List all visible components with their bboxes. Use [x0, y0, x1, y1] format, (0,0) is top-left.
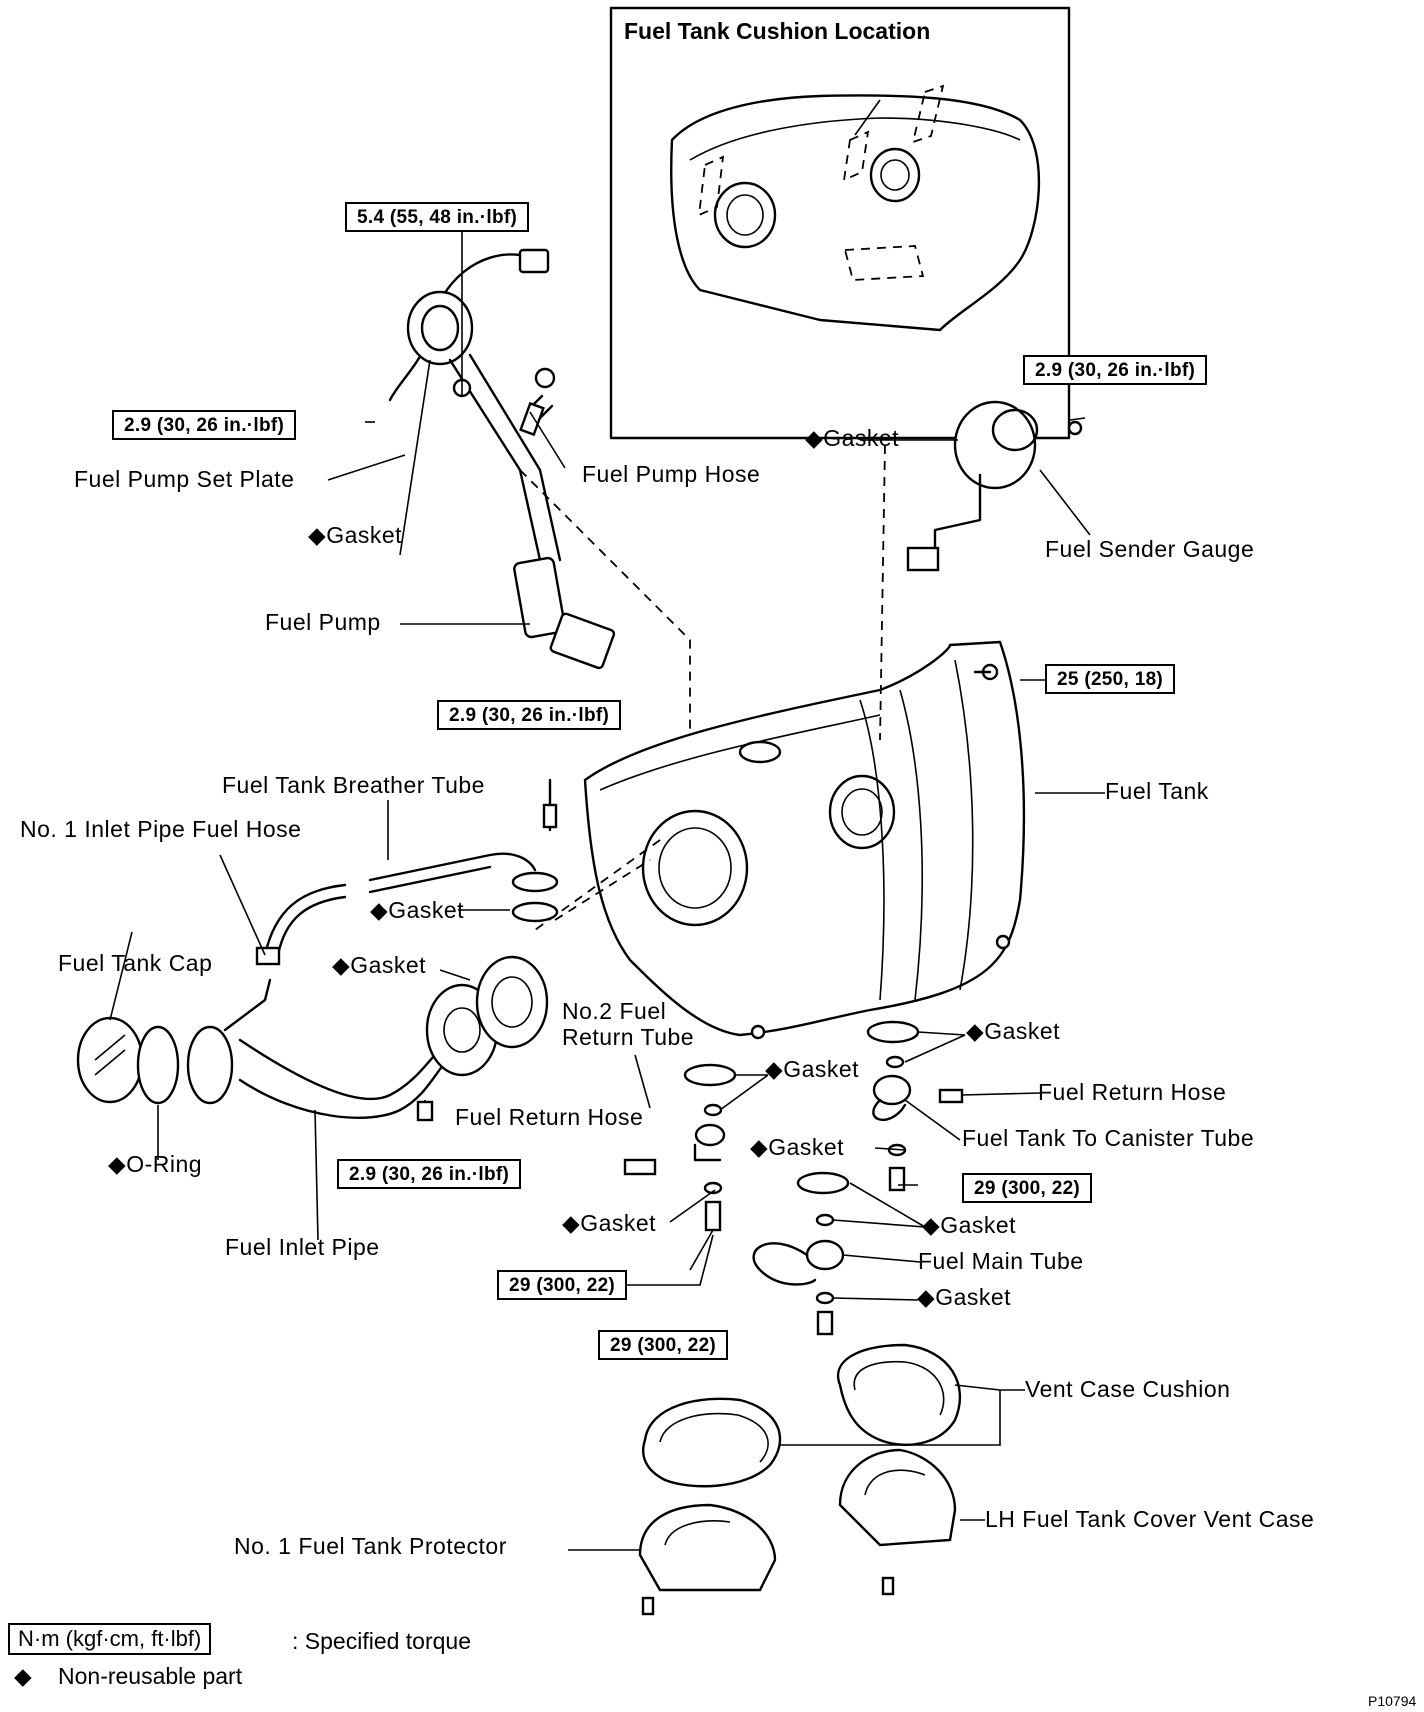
torque-spec-connector: 5.4 (55, 48 in.·lbf) — [345, 202, 530, 232]
label-inlet-pipe-hose: No. 1 Inlet Pipe Fuel Hose — [20, 816, 302, 842]
legend-torque-unit: N·m (kgf·cm, ft·lbf) — [8, 1623, 212, 1656]
label-gasket-inlet: ◆Gasket — [332, 952, 427, 978]
leader-lines — [109, 359, 1105, 1551]
legend-nonreusable-desc: Non-reusable part — [58, 1663, 243, 1689]
torque-spec-sender: 2.9 (30, 26 in.·lbf) — [1023, 355, 1208, 385]
label-gasket-breather: ◆Gasket — [370, 897, 465, 923]
label-gasket-canister-bolt: ◆Gasket — [750, 1134, 845, 1160]
inset-title: Fuel Tank Cushion Location — [624, 18, 931, 44]
fuel-pump-assembly — [365, 218, 616, 670]
fuel-tank — [583, 640, 1026, 1040]
torque-spec-breather: 2.9 (30, 26 in.·lbf) — [437, 700, 622, 730]
label-fuel-tank: Fuel Tank — [1105, 778, 1209, 804]
label-fuel-return-hose-right: Fuel Return Hose — [1038, 1079, 1227, 1105]
fuel-sender-gauge — [906, 400, 1086, 572]
legend-torque-desc: : Specified torque — [292, 1628, 472, 1654]
label-fuel-tank-cap: Fuel Tank Cap — [58, 950, 213, 976]
label-vent-case-cushion: Vent Case Cushion — [1025, 1376, 1231, 1402]
figure-code: P10794 — [1368, 1693, 1417, 1709]
label-fuel-pump-set-plate: Fuel Pump Set Plate — [74, 466, 295, 492]
label-gasket-return-top: ◆Gasket — [765, 1056, 860, 1082]
torque-spec-pump-plate: 2.9 (30, 26 in.·lbf) — [112, 410, 297, 440]
legend-diamond-symbol: ◆ — [14, 1663, 32, 1689]
inset-cushion-location — [609, 6, 1071, 440]
label-gasket-pump: ◆Gasket — [308, 522, 403, 548]
label-gasket-return-bolt: ◆Gasket — [562, 1210, 657, 1236]
fuel-inlet-pipe — [76, 955, 549, 1122]
vent-case-parts — [638, 1343, 962, 1616]
label-lh-vent-case: LH Fuel Tank Cover Vent Case — [985, 1506, 1315, 1532]
label-gasket-main-bolt: ◆Gasket — [917, 1284, 1012, 1310]
label-fuel-return-hose-mid: Fuel Return Hose — [455, 1104, 644, 1130]
label-fuel-sender-gauge: Fuel Sender Gauge — [1045, 536, 1255, 562]
label-no2-return-tube: No.2 Fuel Return Tube — [562, 998, 695, 1051]
label-fuel-pump-hose: Fuel Pump Hose — [582, 461, 761, 487]
label-o-ring: ◆O-Ring — [108, 1151, 203, 1177]
breather-and-hoses — [255, 778, 559, 966]
torque-spec-inlet: 2.9 (30, 26 in.·lbf) — [337, 1159, 522, 1189]
torque-spec-return: 29 (300, 22) — [497, 1270, 628, 1300]
label-breather-tube: Fuel Tank Breather Tube — [222, 772, 485, 798]
torque-spec-canister: 29 (300, 22) — [962, 1173, 1093, 1203]
label-canister-tube: Fuel Tank To Canister Tube — [962, 1125, 1255, 1151]
label-fuel-inlet-pipe: Fuel Inlet Pipe — [225, 1234, 380, 1260]
label-gasket-main-top: ◆Gasket — [922, 1212, 1017, 1238]
tubes-and-gaskets — [623, 1020, 964, 1336]
label-fuel-pump: Fuel Pump — [265, 609, 381, 635]
label-gasket-canister-top: ◆Gasket — [966, 1018, 1061, 1044]
torque-spec-tank: 25 (250, 18) — [1045, 664, 1176, 694]
label-gasket-sender: ◆Gasket — [805, 425, 900, 451]
label-tank-protector: No. 1 Fuel Tank Protector — [234, 1533, 507, 1559]
label-fuel-main-tube: Fuel Main Tube — [918, 1248, 1084, 1274]
torque-spec-main: 29 (300, 22) — [598, 1330, 729, 1360]
